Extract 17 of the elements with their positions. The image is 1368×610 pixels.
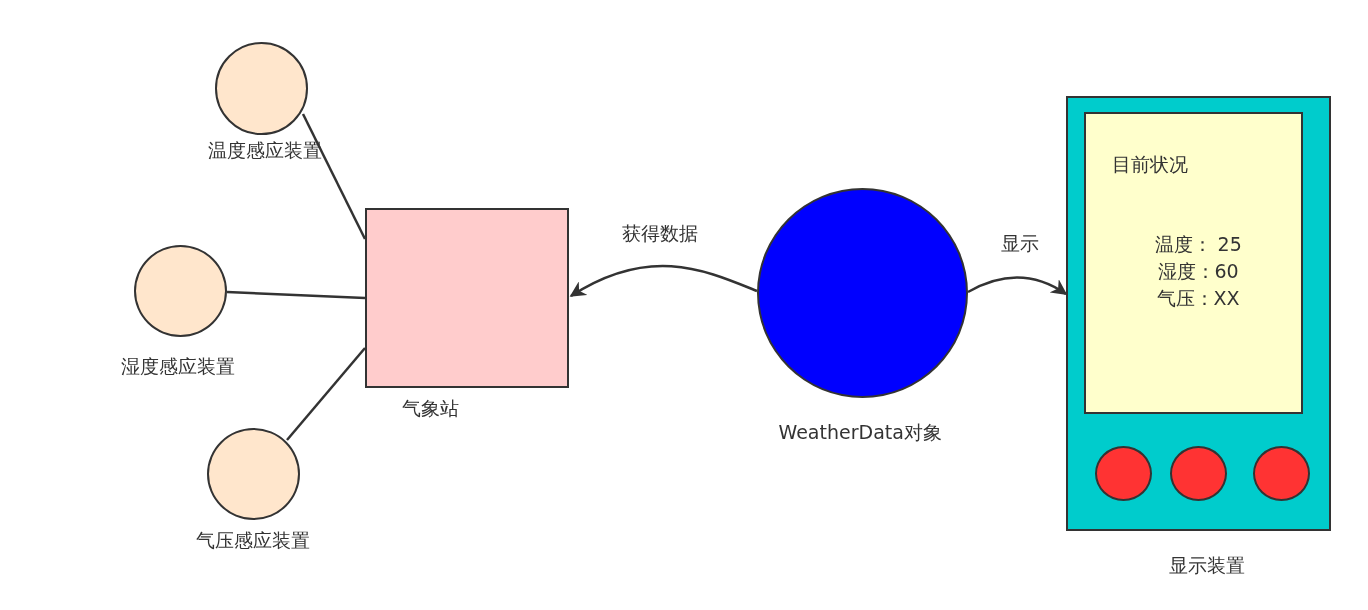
screen-panel (1084, 112, 1303, 414)
edge-label: 获得数据 (622, 221, 698, 245)
reading-text: 湿度：60 (1157, 259, 1239, 283)
arrow (967, 276, 1068, 296)
connector-line (301, 113, 367, 240)
reading-text: 气压：XX (1156, 286, 1240, 310)
node-label: 气压感应装置 (196, 528, 310, 552)
node-label: 温度感应装置 (208, 138, 322, 162)
screen-heading: 目前状况 (1112, 152, 1188, 176)
reading-text: 温度： 25 (1154, 232, 1242, 256)
node-label: WeatherData对象 (778, 420, 942, 444)
arrow (569, 264, 758, 298)
node-label: 显示装置 (1169, 553, 1245, 577)
node-label: 气象站 (401, 396, 459, 420)
node-label: 湿度感应装置 (121, 354, 235, 378)
connector-line (226, 290, 366, 300)
connector-line (286, 347, 366, 441)
